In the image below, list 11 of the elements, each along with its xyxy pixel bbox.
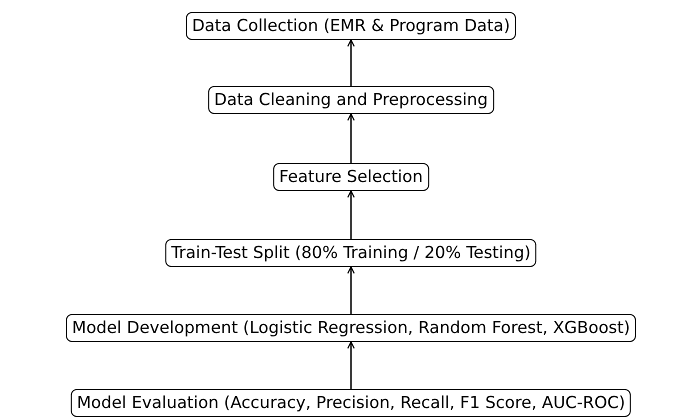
arrow: [347, 266, 355, 314]
arrow: [347, 190, 355, 239]
arrow: [347, 113, 355, 163]
process-box: Data Cleaning and Preprocessing: [208, 86, 494, 114]
process-box: Data Collection (EMR & Program Data): [186, 12, 516, 40]
process-box: Feature Selection: [273, 163, 429, 191]
process-box: Model Evaluation (Accuracy, Precision, Recall, F1 Score, AUC-ROC): [70, 389, 632, 417]
process-box: Train-Test Split (80% Training / 20% Testing): [165, 239, 537, 267]
arrow: [347, 39, 355, 86]
arrow: [347, 341, 355, 389]
process-box: Model Development (Logistic Regression, Random Forest, XGBoost): [66, 314, 636, 342]
